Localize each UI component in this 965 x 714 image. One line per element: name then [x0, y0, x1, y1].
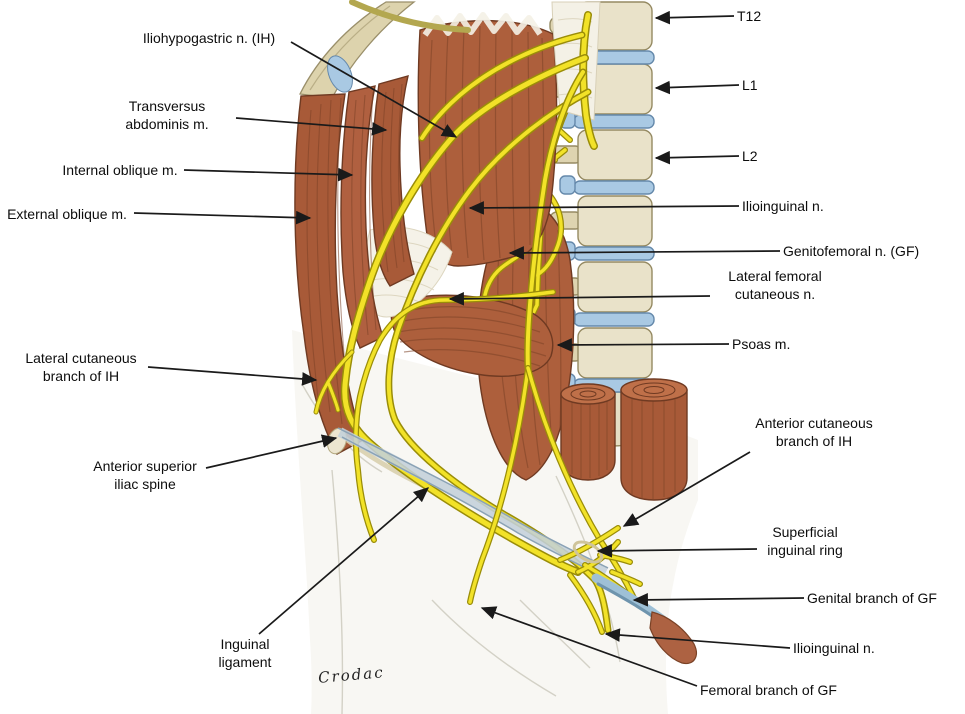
- label-transversus-abdominis-m: Transversus abdominis m.: [125, 98, 209, 132]
- disc: [573, 312, 655, 327]
- arrow-anterior-cutaneous: [622, 451, 751, 527]
- arrow-l1: [654, 80, 740, 95]
- arrow-transversus: [235, 117, 388, 136]
- arrow-asis: [205, 434, 338, 469]
- arrow-ilioinguinal-distal: [604, 628, 791, 649]
- arrow-genitofemoral: [508, 246, 781, 260]
- vertebra-l3: [577, 195, 653, 247]
- label-superficial-inguinal-ring: Superficial inguinal ring: [767, 524, 843, 558]
- label-lateral-femoral-cutaneous-n: Lateral femoral cutaneous n.: [728, 268, 822, 302]
- arrow-lateral-cutaneous: [147, 366, 318, 386]
- costal-margin: [299, 0, 471, 99]
- arrow-external-oblique: [133, 210, 312, 225]
- arrow-inguinal-ligament: [258, 487, 430, 635]
- label-asis: Anterior superior iliac spine: [93, 458, 197, 492]
- label-l1: L1: [742, 77, 758, 93]
- label-psoas-m: Psoas m.: [732, 336, 791, 352]
- label-internal-oblique-m: Internal oblique m.: [62, 162, 178, 178]
- arrow-ilioinguinal: [468, 201, 740, 215]
- label-t12: T12: [737, 8, 762, 24]
- arrow-t12: [654, 10, 735, 25]
- arrow-genital-branch: [632, 593, 805, 607]
- vertebra-l5: [577, 327, 653, 379]
- costal-cartilage: [327, 55, 353, 93]
- arrow-internal-oblique: [183, 167, 354, 182]
- arrow-superficial-ring: [596, 544, 758, 558]
- label-ilioinguinal-n-distal: Ilioinguinal n.: [793, 640, 875, 656]
- facet: [559, 175, 576, 195]
- label-l2: L2: [742, 148, 758, 164]
- vertebra-l4: [577, 261, 653, 313]
- label-anterior-cutaneous-branch: Anterior cutaneous branch of IH: [755, 415, 873, 449]
- arrow-iliohypogastric: [290, 41, 458, 138]
- label-lateral-cutaneous-branch: Lateral cutaneous branch of IH: [25, 350, 137, 384]
- label-external-oblique-m: External oblique m.: [7, 206, 127, 222]
- cut-muscle-stumps: [560, 378, 688, 501]
- leader-arrows: [133, 10, 805, 687]
- rib-strap: [349, 0, 471, 33]
- arrow-l2: [654, 150, 740, 165]
- terminal-nerve-branches: [470, 368, 640, 632]
- label-inguinal-ligament: Inguinal ligament: [218, 636, 272, 670]
- arrow-lfc: [448, 292, 711, 306]
- label-ilioinguinal-n: Ilioinguinal n.: [742, 198, 824, 214]
- label-genitofemoral-n: Genitofemoral n. (GF): [783, 243, 920, 259]
- superficial-inguinal-ring: [572, 540, 604, 564]
- adductor-muscle-patch: [649, 611, 697, 665]
- label-femoral-branch-gf: Femoral branch of GF: [700, 682, 837, 698]
- disc: [573, 180, 655, 195]
- label-genital-branch-gf: Genital branch of GF: [807, 590, 937, 606]
- label-iliohypogastric-n: Iliohypogastric n. (IH): [142, 30, 276, 46]
- disc: [573, 246, 655, 261]
- arrow-femoral-branch: [480, 606, 698, 687]
- arrow-psoas: [556, 338, 730, 352]
